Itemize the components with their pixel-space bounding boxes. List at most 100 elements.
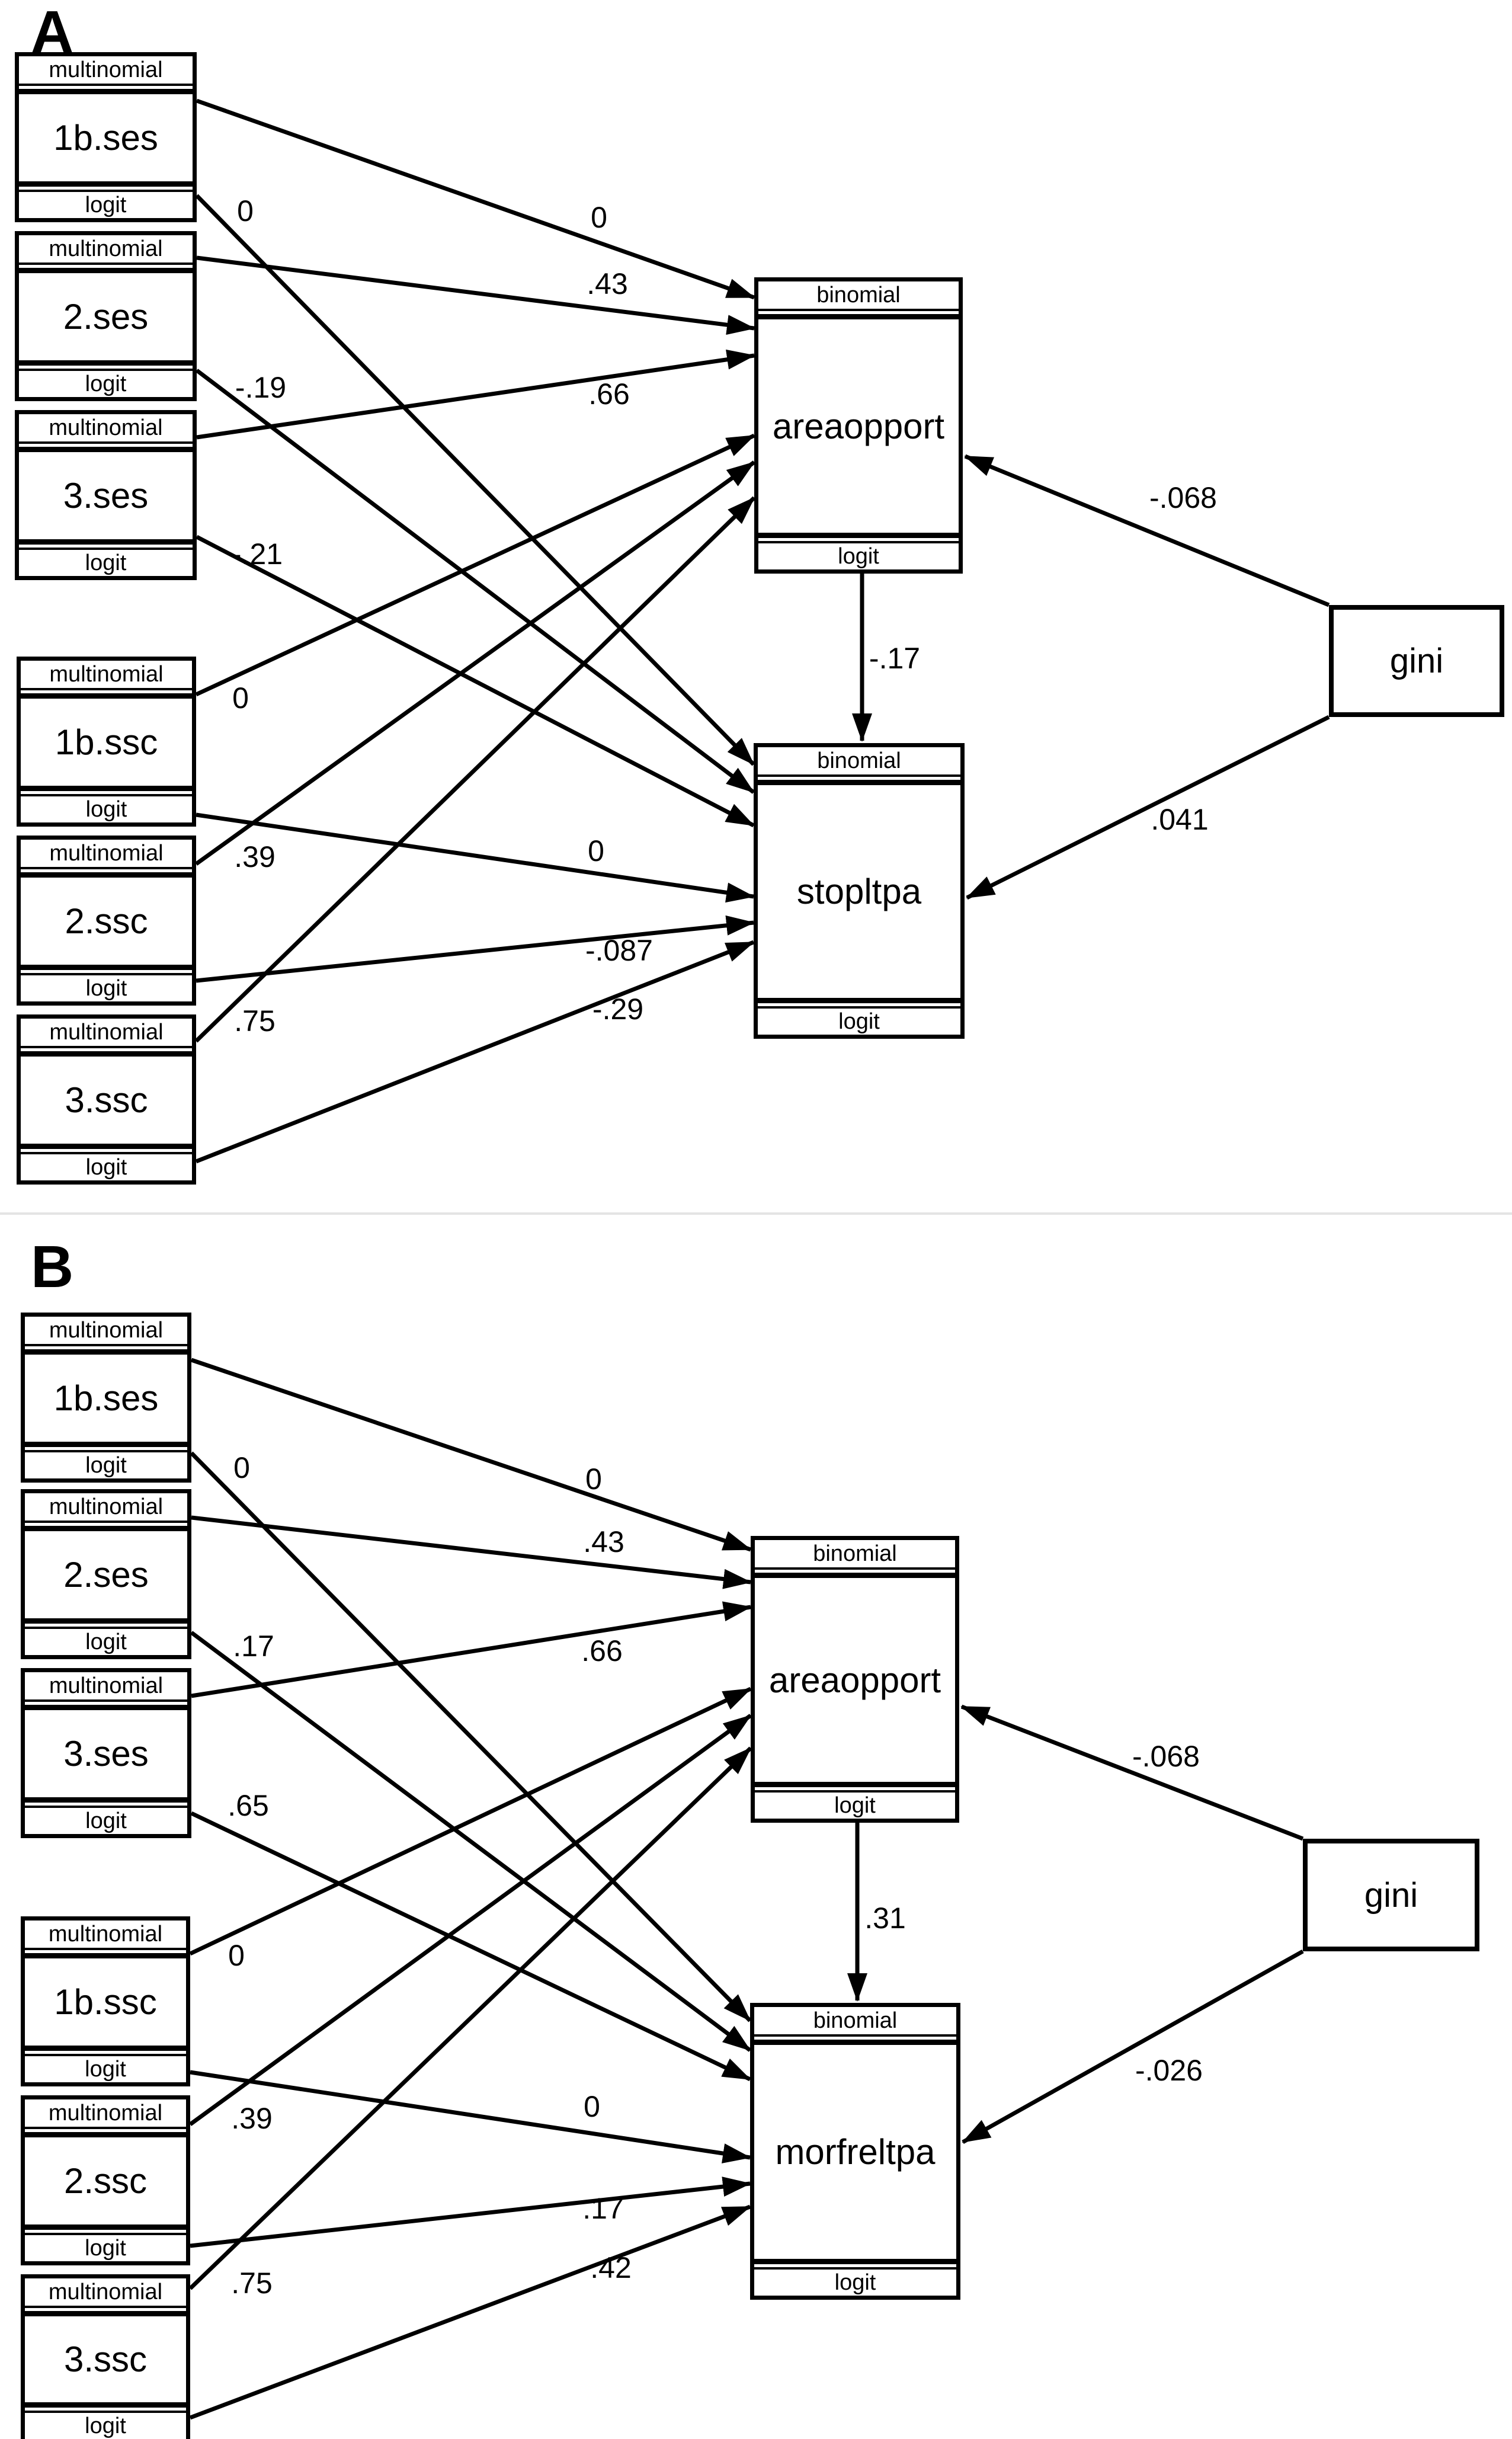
variable-label: 1b.ses [19,89,193,187]
path-B-gini-to-morfreltpa [962,1949,1304,2144]
link-label: logit [19,369,193,397]
path-A-3.ssc-to-areaopport [194,496,756,1043]
path-B-1b.ses-to-morfreltpa [190,1451,752,2022]
variable-label: 3.ses [25,1705,187,1803]
node-A-gini: gini [1329,605,1504,717]
path-B-2.ses-to-areaopport [191,1515,752,1589]
distribution-label: multinomial [19,414,193,444]
coefficient-A-2.ssc-to-areaopport: .39 [234,840,276,873]
path-A-3.ses-to-areaopport [196,349,755,440]
variable-label: stopltpa [758,780,960,1003]
path-A-gini-to-stopltpa [966,715,1330,900]
path-A-3.ses-to-stopltpa [196,534,755,828]
link-label: logit [21,1152,192,1180]
coefficient-A-1b.ses-to-stopltpa: 0 [237,194,254,228]
link-label: logit [25,1450,187,1478]
distribution-label: binomial [758,281,959,311]
coefficient-A-areaopport-to-stopltpa: -.17 [869,642,921,675]
variable-label: 1b.ssc [25,1953,186,2051]
distribution-label: multinomial [25,1672,187,1702]
coefficient-A-1b.ssc-to-stopltpa: 0 [588,834,604,868]
distribution-label: multinomial [21,661,192,690]
coefficient-B-3.ssc-to-areaopport: .75 [231,2267,273,2300]
path-B-2.ssc-to-areaopport [188,1714,752,2126]
link-label: logit [25,2411,186,2439]
link-label: logit [755,1790,955,1819]
panel-a-label: A [31,0,74,65]
coefficient-A-gini-to-stopltpa: .041 [1151,803,1209,836]
path-A-gini-to-areaopport [964,454,1330,607]
panel-b-label: B [31,1234,74,1300]
distribution-label: multinomial [25,1921,186,1950]
variable-label: 1b.ssc [21,693,192,791]
coefficient-A-1b.ses-to-areaopport: 0 [591,201,607,234]
distribution-label: multinomial [19,235,193,265]
coefficient-B-2.ssc-to-areaopport: .39 [231,2102,273,2135]
path-A-2.ssc-to-areaopport [194,460,756,866]
coefficient-B-3.ses-to-areaopport: .66 [581,1634,623,1667]
coefficient-A-3.ses-to-areaopport: .66 [588,377,630,411]
path-A-1b.ssc-to-stopltpa [196,812,755,903]
variable-label: 2.ses [25,1526,187,1624]
coefficient-B-gini-to-areaopport: -.068 [1132,1740,1200,1773]
distribution-label: binomial [755,1540,955,1570]
coefficient-B-2.ses-to-areaopport: .43 [583,1525,624,1558]
coefficient-B-2.ssc-to-morfreltpa: .17 [582,2192,624,2225]
distribution-label: multinomial [21,1019,192,1048]
coefficient-A-3.ses-to-stopltpa: -.21 [231,537,283,571]
variable-label: morfreltpa [754,2040,956,2264]
coefficient-B-1b.ssc-to-morfreltpa: 0 [584,2090,600,2123]
variable-label: 1b.ses [25,1349,187,1447]
distribution-label: multinomial [21,840,192,869]
link-label: logit [19,190,193,218]
coefficient-A-2.ses-to-areaopport: .43 [587,267,628,300]
path-A-2.ses-to-areaopport [196,255,755,335]
distribution-label: multinomial [25,1493,187,1523]
distribution-label: binomial [758,747,960,777]
link-label: logit [758,1006,960,1035]
path-B-2.ssc-to-morfreltpa [190,2176,751,2248]
coefficient-B-1b.ses-to-morfreltpa: 0 [233,1451,250,1484]
coefficient-A-gini-to-areaopport: -.068 [1149,481,1217,514]
path-A-1b.ses-to-areaopport [196,98,755,300]
path-B-gini-to-areaopport [960,1704,1304,1841]
coefficient-B-gini-to-morfreltpa: -.026 [1135,2054,1203,2087]
coefficient-A-3.ssc-to-areaopport: .75 [234,1004,276,1038]
path-B-3.ssc-to-morfreltpa [189,2204,751,2420]
path-B-3.ses-to-areaopport [191,1601,752,1698]
link-label: logit [25,2233,186,2261]
variable-label: 2.ses [19,268,193,366]
coefficient-A-1b.ssc-to-areaopport: 0 [232,681,249,715]
link-label: logit [19,548,193,576]
link-label: logit [25,1627,187,1655]
variable-label: gini [1364,1875,1418,1915]
path-B-2.ses-to-morfreltpa [190,1631,752,2052]
path-A-1b.ses-to-stopltpa [195,194,755,766]
distribution-label: binomial [754,2007,956,2037]
link-label: logit [25,1806,187,1834]
variable-label: 2.ssc [25,2132,186,2230]
coefficient-B-areaopport-to-morfreltpa: .31 [864,1902,906,1935]
path-A-2.ssc-to-stopltpa [196,915,755,983]
distribution-label: multinomial [25,2278,186,2308]
coefficient-B-3.ses-to-morfreltpa: .65 [228,1789,269,1822]
path-B-1b.ssc-to-morfreltpa [190,2070,751,2163]
panel-divider [0,1212,1512,1215]
link-label: logit [754,2267,956,2296]
variable-label: areaopport [758,314,959,538]
coefficient-B-1b.ssc-to-areaopport: 0 [228,1939,245,1972]
distribution-label: multinomial [19,56,193,86]
link-label: logit [25,2054,186,2082]
